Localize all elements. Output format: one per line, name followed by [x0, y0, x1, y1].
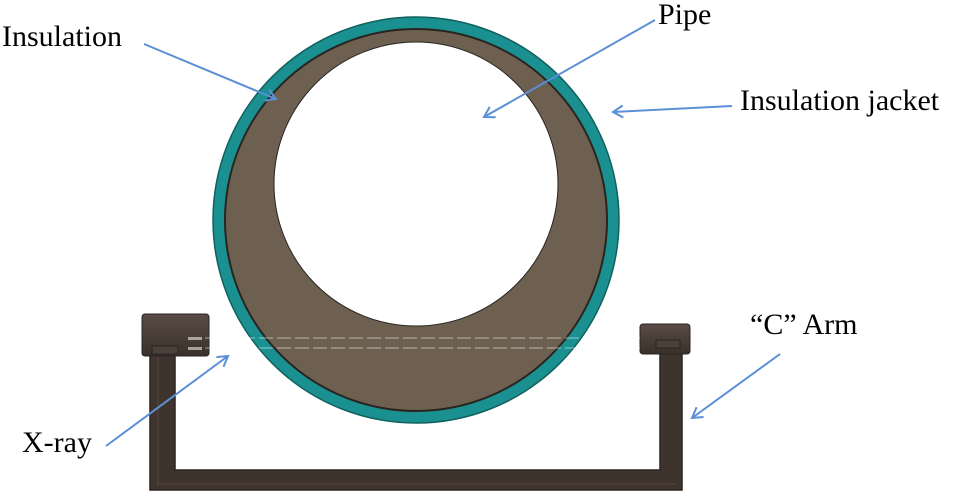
pipe-arrow [482, 19, 656, 119]
insulation-jacket-label: Insulation jacket [740, 84, 940, 117]
xray-arrow [105, 354, 230, 447]
detector [639, 323, 691, 355]
xray-label: X-ray [22, 426, 92, 459]
xray-source [141, 313, 210, 357]
pipe [273, 41, 559, 327]
insulation-jacket-arrow [611, 104, 733, 119]
insulation-arrow [143, 43, 278, 102]
c-arm-arrow [690, 353, 781, 420]
insulation-label: Insulation [2, 20, 122, 53]
pipe-label: Pipe [658, 0, 712, 31]
c-arm-label: “C” Arm [750, 308, 858, 341]
xray-beam [205, 337, 640, 349]
